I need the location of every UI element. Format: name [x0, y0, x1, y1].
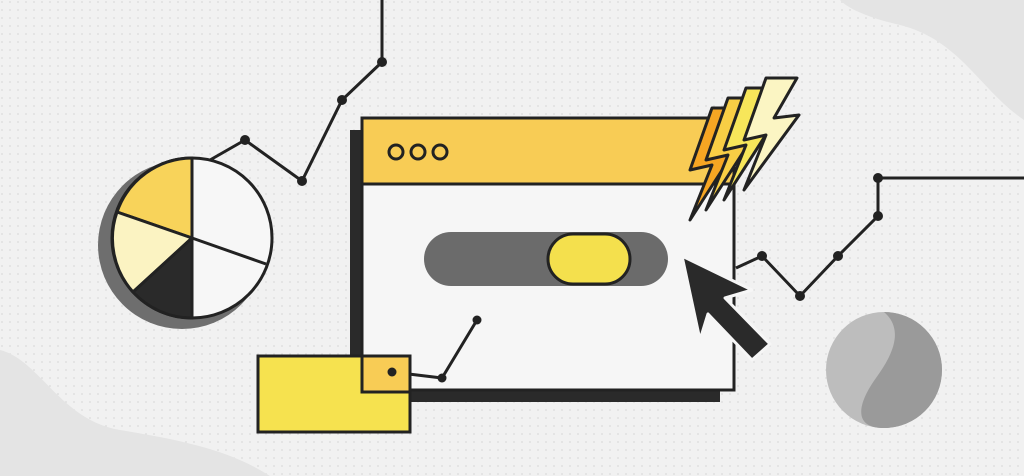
- line-graph-points: [240, 57, 387, 186]
- mouse-pointer-icon[interactable]: [680, 254, 772, 362]
- line-graph-points: [757, 173, 883, 301]
- yellow-panel-icon: [256, 354, 412, 434]
- lightning-bolt-icon: [688, 76, 801, 222]
- line-graph-icon: [209, 0, 384, 184]
- browser-window-icon: [360, 116, 736, 392]
- pie-chart-icon: [98, 156, 274, 329]
- background-blob-bottom-left: [0, 350, 270, 476]
- window-titlebar: [360, 116, 736, 186]
- three-dots-icon[interactable]: [387, 143, 449, 161]
- toggle-knob: [546, 232, 632, 286]
- half-circle-icon: [826, 312, 942, 428]
- background-blob-top-right: [840, 0, 1024, 120]
- toggle-switch-icon[interactable]: [424, 232, 668, 286]
